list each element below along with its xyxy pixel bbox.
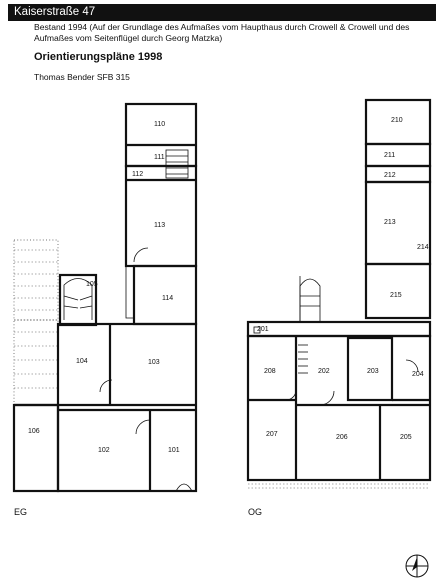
eg-room-labels: 110 111 112 113 114 105 104 103 106 102 … [28, 121, 180, 454]
room-label-213: 213 [384, 219, 396, 226]
og-floor-label: OG [248, 507, 263, 517]
courtyard-hatch [13, 239, 59, 321]
author-line: Thomas Bender SFB 315 [34, 72, 130, 82]
description-text: Bestand 1994 (Auf der Grundlage des Aufm… [34, 22, 410, 43]
page-title-bar: Kaiserstraße 47 [8, 4, 436, 21]
room-label-111: 111 [154, 154, 165, 161]
room-label-113: 113 [154, 222, 165, 229]
eg-floor-plan [12, 102, 198, 493]
north-arrow-icon [405, 554, 429, 578]
page-title: Kaiserstraße 47 [14, 6, 96, 18]
room-label-202: 202 [318, 368, 330, 375]
room-label-211: 211 [384, 152, 395, 159]
room-label-212: 212 [384, 172, 396, 179]
room-label-215: 215 [390, 292, 402, 299]
room-label-204: 204 [412, 371, 424, 378]
room-label-207: 207 [266, 431, 278, 438]
room-label-203: 203 [367, 368, 379, 375]
og-room-labels: 210 211 212 213 214 215 201 208 202 203 … [257, 117, 429, 441]
og-floor-plan [246, 98, 432, 489]
room-label-112: 112 [132, 171, 143, 178]
room-label-205: 205 [400, 434, 412, 441]
room-label-102: 102 [98, 447, 110, 454]
room-label-210: 210 [391, 117, 403, 124]
room-label-214: 214 [417, 244, 429, 251]
room-label-208: 208 [264, 368, 276, 375]
room-label-103: 103 [148, 359, 160, 366]
room-label-104: 104 [76, 358, 88, 365]
room-label-201: 201 [257, 326, 269, 333]
room-label-101: 101 [168, 447, 180, 454]
plans-heading: Orientierungspläne 1998 [34, 51, 163, 63]
room-label-110: 110 [154, 121, 165, 128]
eg-floor-label: EG [14, 507, 28, 517]
room-label-106: 106 [28, 428, 40, 435]
room-label-206: 206 [336, 434, 348, 441]
room-label-105: 105 [86, 281, 98, 288]
room-label-114: 114 [162, 295, 173, 302]
